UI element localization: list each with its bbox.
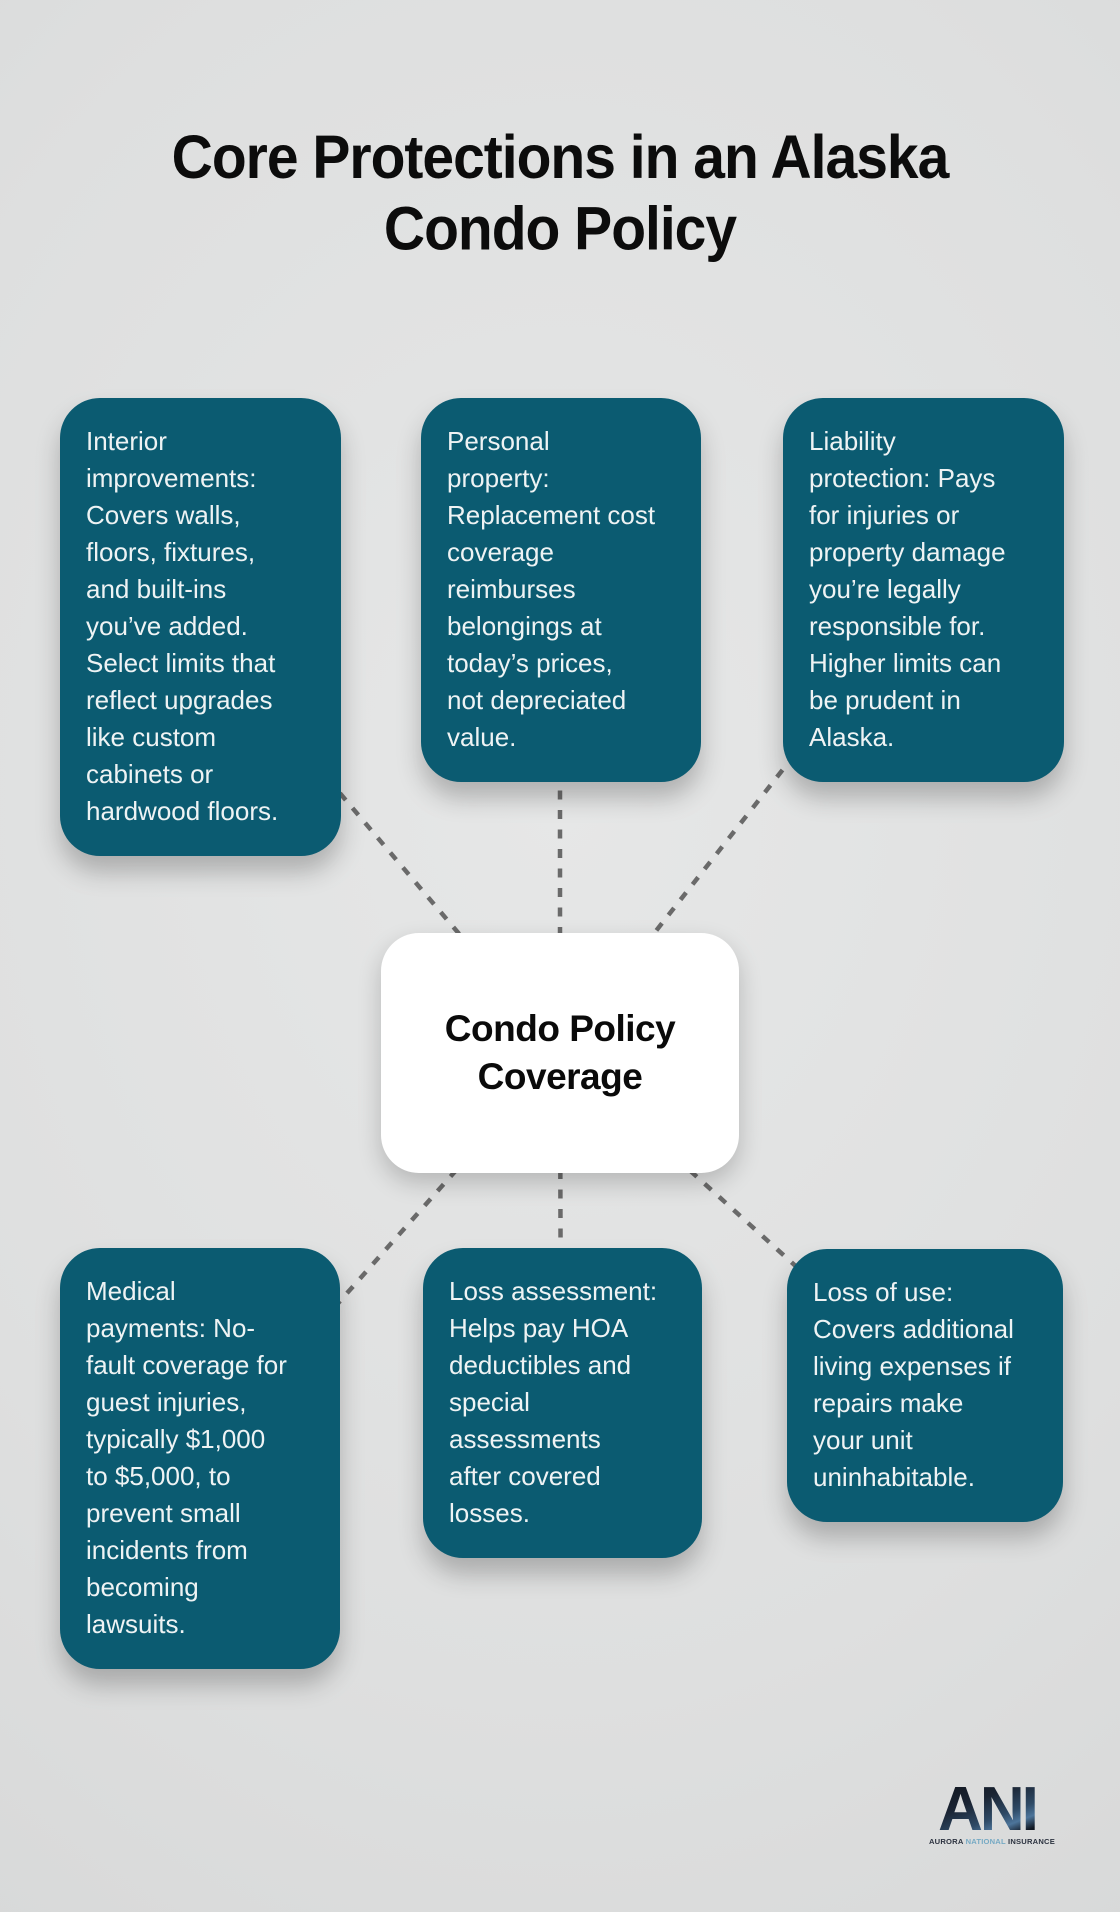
node-text-medical-payments: Medical payments: No- fault coverage for… <box>86 1276 287 1639</box>
tagline-aurora: AURORA <box>929 1837 964 1846</box>
node-text-interior-improvements: Interior improvements: Covers walls, flo… <box>86 426 279 826</box>
node-card-loss-assessment: Loss assessment: Helps pay HOA deductibl… <box>423 1248 702 1558</box>
tagline-insurance: INSURANCE <box>1008 1837 1055 1846</box>
node-card-medical-payments: Medical payments: No- fault coverage for… <box>60 1248 340 1669</box>
ani-wordmark-text: ANI <box>938 1783 1036 1835</box>
tagline-national: NATIONAL <box>965 1837 1006 1846</box>
node-card-interior-improvements: Interior improvements: Covers walls, flo… <box>60 398 341 856</box>
ani-wordmark-icon: ANI <box>938 1783 1039 1835</box>
brand-logo: ANI AURORA NATIONAL INSURANCE <box>929 1783 1055 1846</box>
connector-line-top-left <box>198 626 562 1055</box>
node-text-loss-of-use: Loss of use: Covers additional living ex… <box>813 1277 1014 1492</box>
logo-tagline: AURORA NATIONAL INSURANCE <box>929 1837 1055 1846</box>
node-card-liability-protection: Liability protection: Pays for injuries … <box>783 398 1064 782</box>
node-text-liability-protection: Liability protection: Pays for injuries … <box>809 426 1006 752</box>
page-title: Core Protections in an Alaska Condo Poli… <box>171 123 950 264</box>
node-text-loss-assessment: Loss assessment: Helps pay HOA deductibl… <box>449 1276 658 1528</box>
node-card-loss-of-use: Loss of use: Covers additional living ex… <box>787 1249 1063 1522</box>
center-node-label: Condo Policy Coverage <box>444 1008 676 1097</box>
node-card-personal-property: Personal property: Replacement cost cove… <box>421 398 701 782</box>
node-text-personal-property: Personal property: Replacement cost cove… <box>447 426 656 752</box>
center-node: Condo Policy Coverage <box>381 933 739 1173</box>
